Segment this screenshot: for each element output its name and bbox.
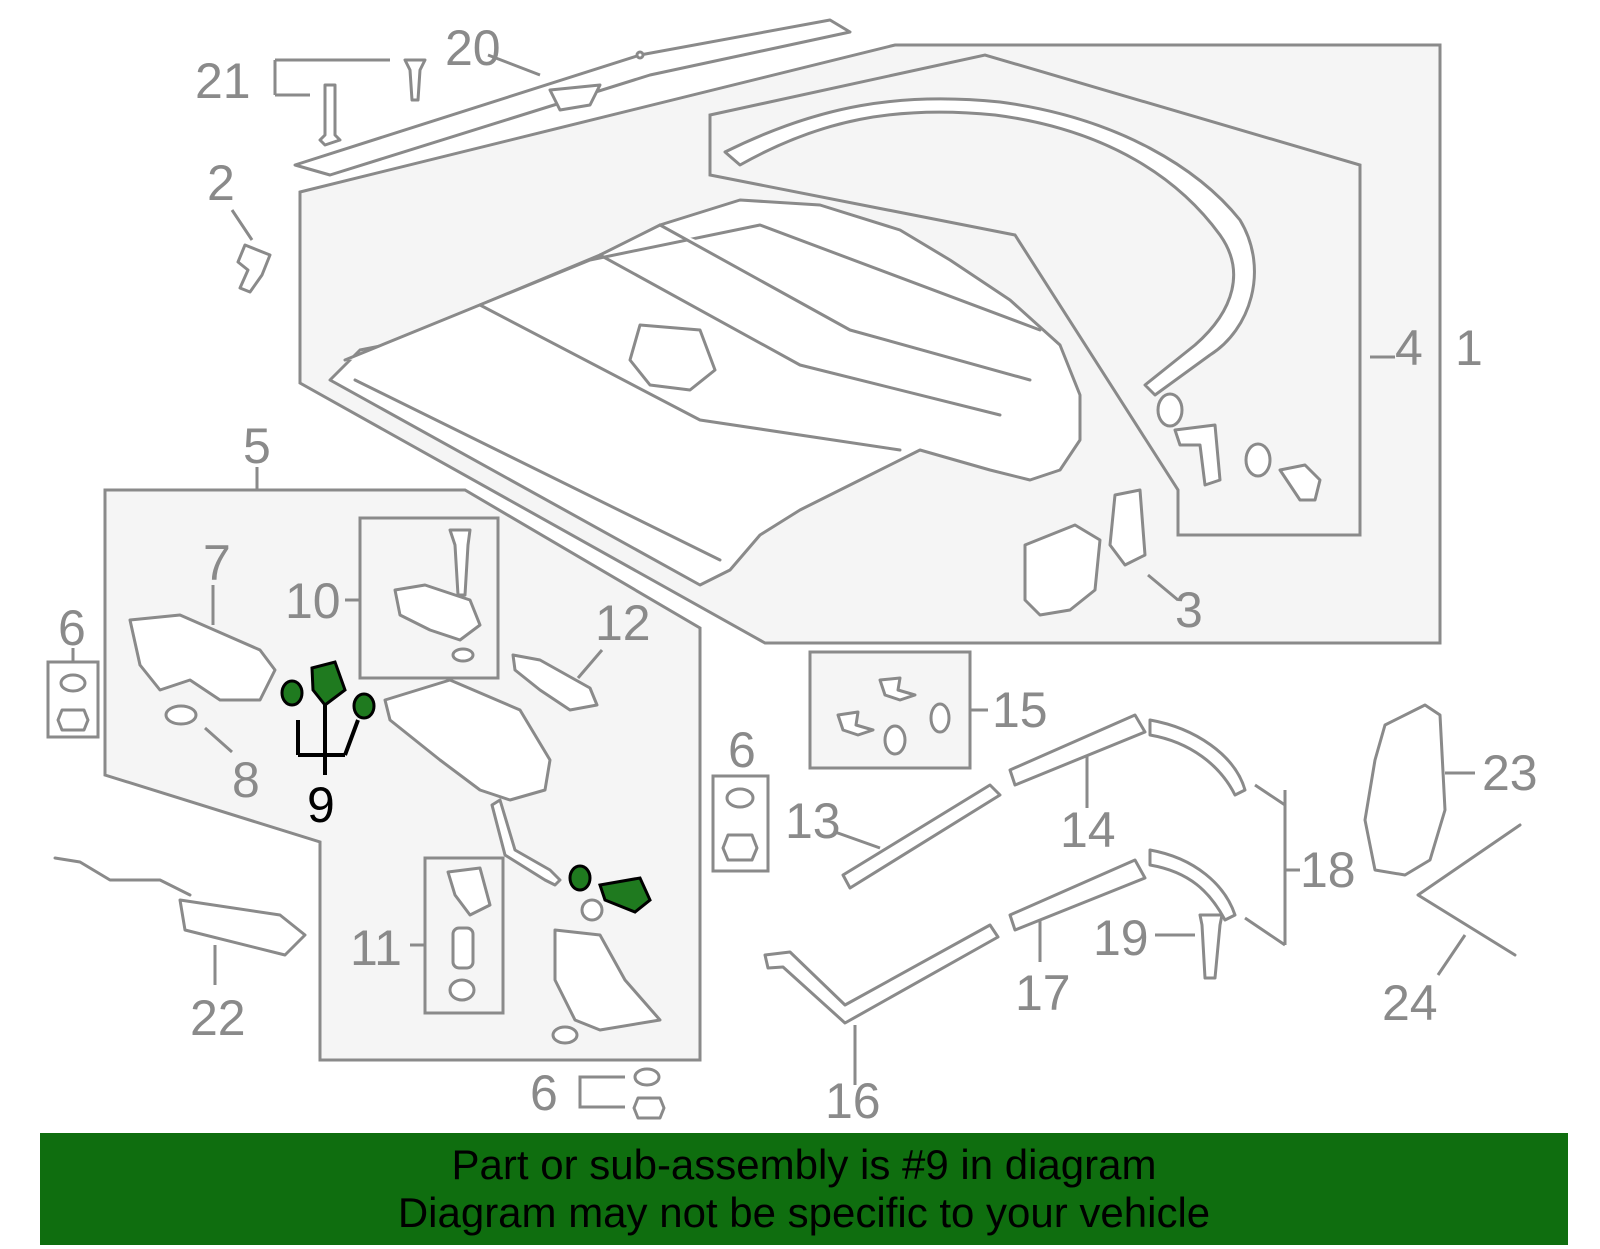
part-4-hardware[interactable] <box>1156 392 1322 502</box>
callout-6-bottom[interactable]: 6 <box>530 1065 558 1121</box>
part-4-roof-seal[interactable] <box>723 97 1256 397</box>
part-10-components[interactable] <box>393 528 482 663</box>
part-3-latch[interactable] <box>1023 488 1147 617</box>
callout-11[interactable]: 11 <box>350 920 402 976</box>
part-13-seal[interactable] <box>841 783 1002 890</box>
part-22-motor-cable[interactable] <box>53 856 307 957</box>
part-5-linkage[interactable] <box>383 678 662 1045</box>
callout-6-middle[interactable]: 6 <box>728 722 756 778</box>
assembly-4-panel <box>708 53 1362 537</box>
assembly-5-panel <box>103 488 702 1062</box>
part-21-fasteners[interactable] <box>318 58 427 147</box>
callout-10[interactable]: 10 <box>285 573 341 629</box>
part-6-left[interactable] <box>46 660 100 739</box>
callout-22[interactable]: 22 <box>190 990 246 1046</box>
part-17-seal[interactable] <box>1008 858 1147 932</box>
part-15-fasteners[interactable] <box>836 676 951 756</box>
part-24-tool[interactable] <box>1416 823 1522 957</box>
callout-19[interactable]: 19 <box>1093 910 1149 966</box>
callout-1[interactable]: 1 <box>1455 320 1483 376</box>
part-11-components[interactable] <box>446 866 492 1002</box>
part-2-bolt[interactable] <box>236 243 272 294</box>
part-23-pump-motor[interactable] <box>1363 703 1447 877</box>
part-9-highlighted[interactable] <box>280 660 652 922</box>
callout-9[interactable]: 9 <box>307 777 335 833</box>
callout-12[interactable]: 12 <box>595 595 651 651</box>
callout-7[interactable]: 7 <box>203 535 231 591</box>
part-7-hinge[interactable] <box>128 613 277 726</box>
callout-14[interactable]: 14 <box>1060 802 1116 858</box>
callout-13[interactable]: 13 <box>785 793 841 849</box>
callout-5[interactable]: 5 <box>243 418 271 474</box>
callout-18[interactable]: 18 <box>1300 842 1356 898</box>
callout-8[interactable]: 8 <box>232 752 260 808</box>
callout-21[interactable]: 21 <box>195 53 251 109</box>
banner-line-2: Diagram may not be specific to your vehi… <box>397 1189 1211 1236</box>
callout-17[interactable]: 17 <box>1015 965 1071 1021</box>
info-banner: Part or sub-assembly is #9 in diagram Di… <box>40 1133 1568 1245</box>
callout-24[interactable]: 24 <box>1382 975 1438 1031</box>
part-1-top-frame[interactable] <box>328 198 1082 587</box>
part-16-seal[interactable] <box>763 923 1000 1025</box>
callout-23[interactable]: 23 <box>1482 745 1538 801</box>
part-20-header-bar[interactable] <box>293 18 852 177</box>
part-6-bottom[interactable] <box>632 1067 666 1120</box>
part-6-middle[interactable] <box>711 774 770 873</box>
part-14-seal[interactable] <box>1008 713 1147 787</box>
callout-20[interactable]: 20 <box>445 20 501 76</box>
part-12-bracket[interactable] <box>511 653 599 712</box>
callout-3[interactable]: 3 <box>1175 582 1203 638</box>
callout-4[interactable]: 4 <box>1395 320 1423 376</box>
part-18-seal[interactable] <box>1148 718 1247 922</box>
callout-6-left[interactable]: 6 <box>58 600 86 656</box>
callout-15[interactable]: 15 <box>992 682 1048 738</box>
callout-2[interactable]: 2 <box>207 155 235 211</box>
callout-16[interactable]: 16 <box>825 1073 881 1129</box>
part-19-bolt[interactable] <box>1198 913 1224 980</box>
banner-line-1: Part or sub-assembly is #9 in diagram <box>451 1141 1157 1188</box>
